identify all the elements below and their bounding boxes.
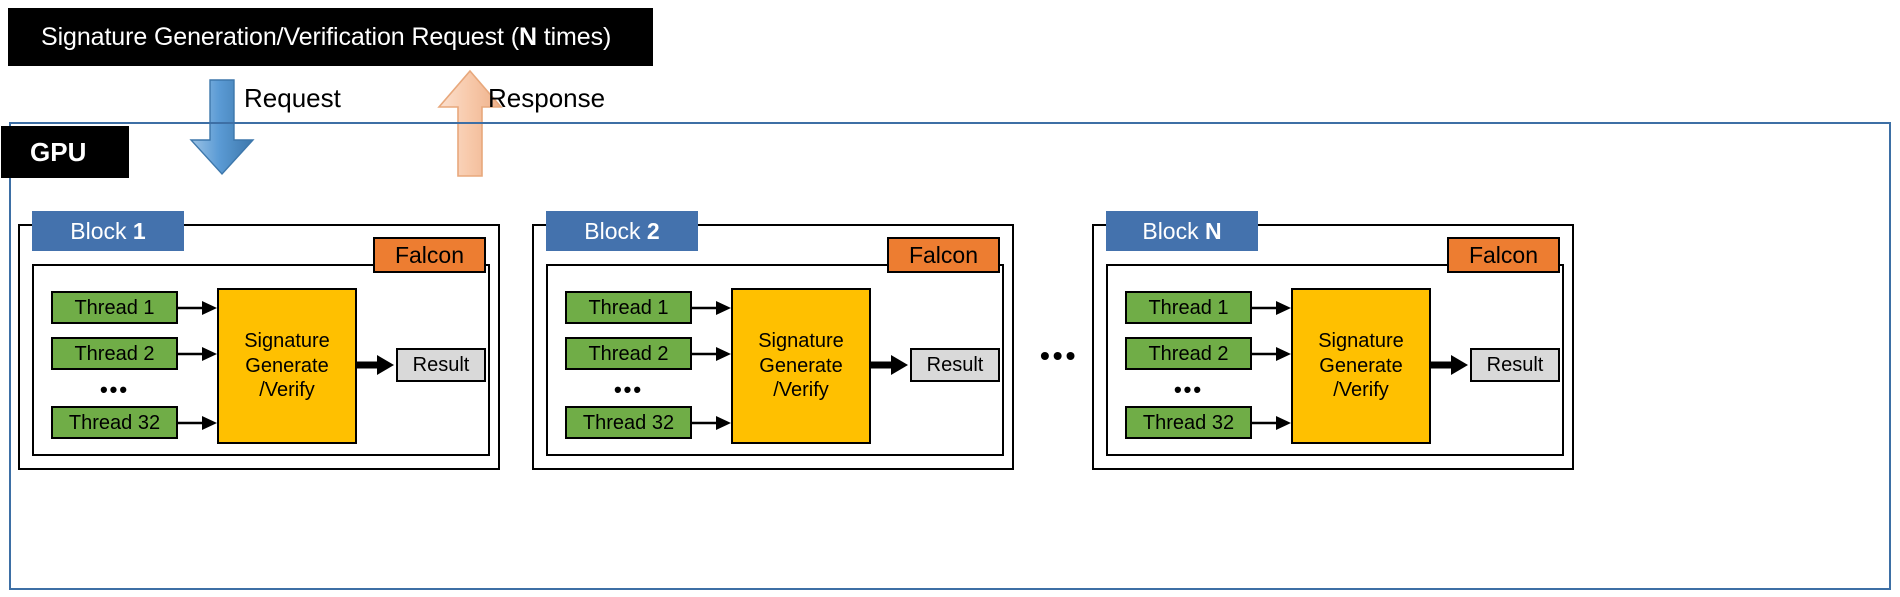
request-bar-title-prefix: Signature Generation/Verification Reques…: [41, 22, 519, 51]
core-line-2-1: Signature: [758, 330, 844, 353]
thread-label-n-1: Thread 1: [1148, 296, 1229, 319]
block-inner-border-2: Thread 1 Thread 2 ••• Thread 32: [546, 264, 1004, 456]
core-box-2: Signature Generate /Verify: [731, 288, 871, 444]
result-box-n: Result: [1470, 348, 1560, 382]
core-line-1-2: Generate: [245, 354, 329, 377]
block-inner-border-1: Thread 1 Thread 2 ••• Thread 32: [32, 264, 490, 456]
request-bar-title-bold: N: [518, 22, 537, 51]
connector-core-result-n: [1431, 355, 1468, 375]
falcon-tag-2: Falcon: [887, 237, 1000, 273]
thread-box-2-32: Thread 32: [565, 406, 692, 439]
request-bar-title-suffix: times): [536, 22, 612, 51]
core-line-1-3: /Verify: [259, 379, 315, 402]
block-tag-1: Block 1: [32, 211, 184, 251]
block-tag-n: Block N: [1106, 211, 1258, 251]
request-bar: Signature Generation/Verification Reques…: [8, 8, 653, 66]
connector-thread1-core-2: [692, 301, 731, 315]
core-line-n-1: Signature: [1318, 330, 1404, 353]
thread-box-1-32: Thread 32: [51, 406, 178, 439]
connector-core-result-2: [871, 355, 908, 375]
core-box-1: Signature Generate /Verify: [217, 288, 357, 444]
request-arrow: [186, 78, 258, 181]
result-label-1: Result: [412, 354, 470, 376]
gpu-frame: [9, 122, 1891, 590]
connector-thread1-core-n: [1252, 301, 1291, 315]
inter-block-ellipsis: •••: [1040, 340, 1079, 371]
core-box-n: Signature Generate /Verify: [1291, 288, 1431, 444]
thread-box-n-2: Thread 2: [1125, 337, 1252, 370]
thread-label-1-1: Thread 1: [74, 296, 155, 319]
thread-label-2-2: Thread 2: [588, 342, 669, 365]
core-line-2-3: /Verify: [773, 379, 829, 402]
thread-box-2-2: Thread 2: [565, 337, 692, 370]
falcon-label-2: Falcon: [908, 241, 979, 268]
block-group-2: Block 2 Falcon Thread 1 Thread 2 ••• Thr…: [532, 211, 1014, 470]
thread-ellipsis-1: •••: [99, 377, 130, 402]
connector-thread2-core-n: [1252, 347, 1291, 361]
block-tag-bold-n: N: [1205, 217, 1222, 244]
block-tag-bold-1: 1: [132, 217, 146, 244]
falcon-tag-1: Falcon: [373, 237, 486, 273]
result-box-2: Result: [910, 348, 1000, 382]
falcon-label-n: Falcon: [1468, 241, 1539, 268]
block-tag-prefix-2: Block: [584, 217, 647, 244]
thread-label-2-1: Thread 1: [588, 296, 669, 319]
connector-thread1-core-1: [178, 301, 217, 315]
thread-box-n-32: Thread 32: [1125, 406, 1252, 439]
core-line-n-3: /Verify: [1333, 379, 1389, 402]
falcon-tag-n: Falcon: [1447, 237, 1560, 273]
block-tag-prefix-n: Block: [1142, 217, 1205, 244]
block-group-1: Block 1 Falcon Thread 1 Thread 2 ••• Thr…: [18, 211, 500, 470]
thread-label-1-2: Thread 2: [74, 342, 155, 365]
block-tag-bold-2: 2: [646, 217, 660, 244]
connector-core-result-1: [357, 355, 394, 375]
thread-ellipsis-n: •••: [1173, 377, 1204, 402]
request-bar-title: Signature Generation/Verification Reques…: [41, 22, 612, 51]
block-inner-border-n: Thread 1 Thread 2 ••• Thread 32: [1106, 264, 1564, 456]
gpu-label-text: GPU: [30, 137, 87, 167]
block-tag-2: Block 2: [546, 211, 698, 251]
connector-thread32-core-2: [692, 416, 731, 430]
thread-box-1-2: Thread 2: [51, 337, 178, 370]
connector-thread2-core-2: [692, 347, 731, 361]
result-box-1: Result: [396, 348, 486, 382]
thread-label-n-2: Thread 2: [1148, 342, 1229, 365]
block-tag-label-n: Block N: [1142, 217, 1222, 244]
core-line-n-2: Generate: [1319, 354, 1403, 377]
thread-box-n-1: Thread 1: [1125, 291, 1252, 324]
thread-label-n-32: Thread 32: [1142, 411, 1235, 434]
response-arrow-label: Response: [488, 83, 606, 113]
core-line-2-2: Generate: [759, 354, 843, 377]
thread-box-1-1: Thread 1: [51, 291, 178, 324]
thread-label-2-32: Thread 32: [582, 411, 675, 434]
falcon-label-1: Falcon: [394, 241, 465, 268]
connector-thread32-core-1: [178, 416, 217, 430]
request-arrow-label: Request: [244, 83, 341, 113]
result-label-n: Result: [1486, 354, 1544, 376]
connector-thread2-core-1: [178, 347, 217, 361]
block-group-n: Block N Falcon Thread 1 Thread 2 ••• Thr…: [1092, 211, 1574, 470]
thread-box-2-1: Thread 1: [565, 291, 692, 324]
request-arrow-icon: [189, 79, 255, 176]
thread-ellipsis-2: •••: [613, 377, 644, 402]
block-tag-prefix-1: Block: [70, 217, 133, 244]
block-tag-label-1: Block 1: [70, 217, 146, 244]
block-tag-label-2: Block 2: [584, 217, 660, 244]
thread-label-1-32: Thread 32: [68, 411, 161, 434]
result-label-2: Result: [926, 354, 984, 376]
gpu-label: GPU: [1, 126, 129, 178]
core-line-1-1: Signature: [244, 330, 330, 353]
connector-thread32-core-n: [1252, 416, 1291, 430]
